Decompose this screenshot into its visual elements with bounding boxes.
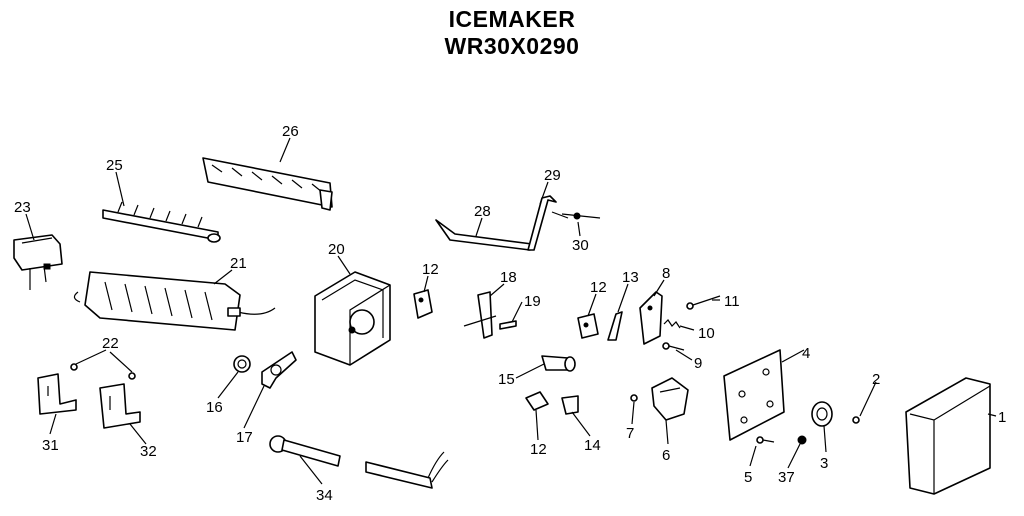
label-19: 19 — [524, 293, 541, 310]
part-15-drawing — [541, 355, 576, 372]
part-14-drawing — [561, 395, 579, 415]
leader-lines — [25, 137, 997, 485]
part-23-drawing — [13, 234, 63, 290]
part-30-drawing — [561, 212, 601, 220]
label-12-top: 12 — [422, 261, 439, 278]
label-13: 13 — [622, 269, 639, 286]
part-17-drawing — [261, 351, 297, 389]
label-3: 3 — [820, 455, 828, 472]
label-5: 5 — [744, 469, 752, 486]
part-21-drawing — [73, 271, 276, 331]
part-1-drawing — [905, 377, 991, 495]
part-10-drawing — [663, 319, 681, 329]
part-11-drawing — [686, 295, 721, 310]
label-1: 1 — [998, 409, 1006, 426]
part-6-drawing — [651, 377, 689, 421]
part-12a-drawing — [413, 289, 433, 319]
part-25-drawing — [102, 201, 221, 243]
part-37-drawing — [797, 435, 807, 445]
label-17: 17 — [236, 429, 253, 446]
label-10: 10 — [698, 325, 715, 342]
label-7: 7 — [626, 425, 634, 442]
part-5-drawing — [756, 436, 775, 444]
part-12c-drawing — [525, 391, 549, 411]
label-21: 21 — [230, 255, 247, 272]
label-16: 16 — [206, 399, 223, 416]
part-13-drawing — [607, 311, 623, 341]
label-15: 15 — [498, 371, 515, 388]
part-12b-drawing — [577, 313, 599, 339]
label-22: 22 — [102, 335, 119, 352]
label-11: 11 — [724, 293, 740, 310]
label-6: 6 — [662, 447, 670, 464]
label-8: 8 — [662, 265, 670, 282]
part-3-drawing — [811, 401, 833, 427]
part-2-drawing — [852, 416, 860, 424]
part-32-drawing — [99, 383, 141, 429]
part-31-drawing — [37, 373, 77, 415]
label-23: 23 — [14, 199, 31, 216]
part-9-drawing — [662, 342, 685, 351]
label-30: 30 — [572, 237, 589, 254]
part-16-drawing — [233, 355, 251, 373]
label-25: 25 — [106, 157, 123, 174]
label-29: 29 — [544, 167, 561, 184]
label-9: 9 — [694, 355, 702, 372]
label-37: 37 — [778, 469, 795, 486]
label-4: 4 — [802, 345, 810, 362]
label-14: 14 — [584, 437, 601, 454]
part-18-drawing — [463, 291, 497, 339]
label-20: 20 — [328, 241, 345, 258]
label-12-low: 12 — [530, 441, 547, 458]
label-18: 18 — [500, 269, 517, 286]
part-8-drawing — [639, 291, 663, 345]
label-34: 34 — [316, 487, 333, 504]
label-2: 2 — [872, 371, 880, 388]
part-22-drawing — [70, 363, 136, 380]
part-26-drawing — [202, 157, 333, 211]
label-12-mid: 12 — [590, 279, 607, 296]
part-20-drawing — [314, 271, 391, 366]
part-34-drawing — [269, 435, 449, 489]
title-line-1: ICEMAKER — [448, 6, 576, 32]
label-28: 28 — [474, 203, 491, 220]
title-line-2: WR30X0290 — [444, 33, 580, 59]
part-7-drawing — [630, 394, 638, 402]
label-31: 31 — [42, 437, 59, 454]
part-4-drawing — [723, 349, 785, 441]
label-26: 26 — [282, 123, 299, 140]
diagram-title: ICEMAKER WR30X0290 — [0, 6, 1024, 60]
part-19-drawing — [499, 320, 517, 330]
part-28-29-drawing — [435, 195, 569, 251]
label-32: 32 — [140, 443, 157, 460]
